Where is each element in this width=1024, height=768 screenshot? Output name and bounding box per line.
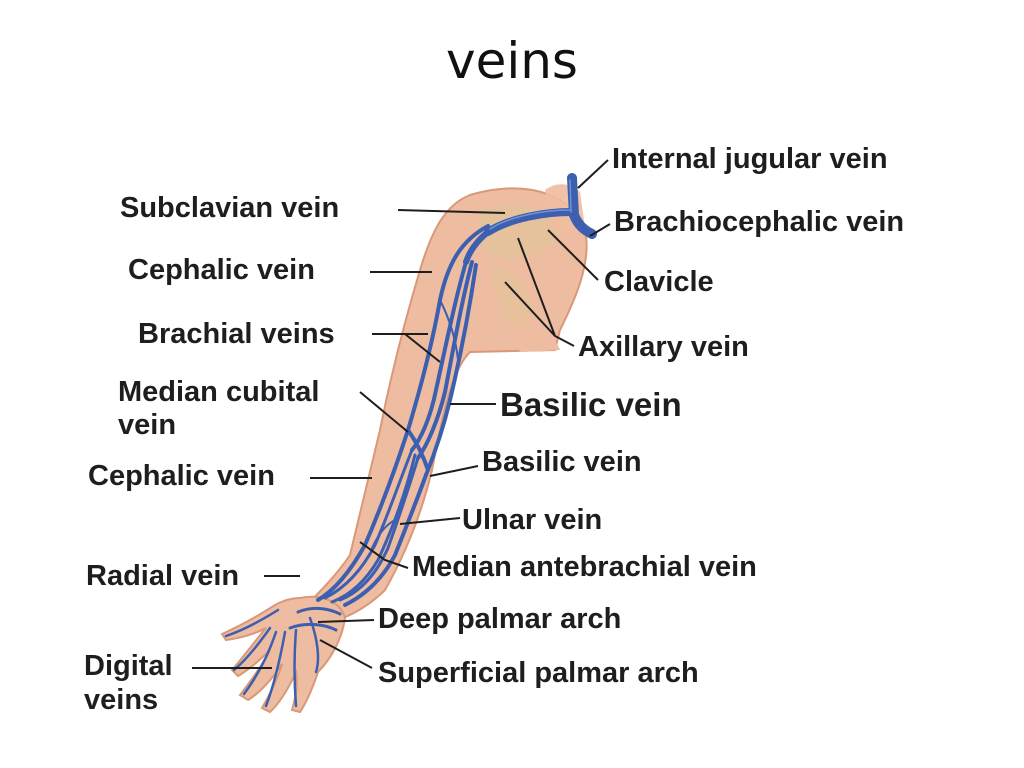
median-cubital-vein-path [406, 428, 430, 472]
label-brachial-veins: Brachial veins [138, 318, 335, 350]
digital-vein-2-path [264, 630, 287, 708]
label-superficial-palmar-arch: Superficial palmar arch [378, 657, 699, 689]
leader-internal-jugular [577, 159, 609, 189]
scapula-bone [490, 262, 535, 326]
label-median-cubital-vein-line2: vein [118, 409, 177, 441]
basilic-vein-upper-path [424, 263, 478, 477]
leader-brachial [372, 333, 441, 363]
thumb-vein-path [224, 608, 280, 638]
superficial-palmar-arch-path [288, 622, 338, 632]
leader-median-antebrachial [359, 541, 409, 569]
label-clavicle: Clavicle [604, 266, 714, 298]
vein-branch-b-path [371, 519, 396, 549]
radial-vein-path [323, 448, 414, 600]
label-subclavian-vein: Subclavian vein [120, 192, 340, 224]
brachiocephalic-vein-path [569, 210, 597, 239]
label-brachiocephalic-vein: Brachiocephalic vein [614, 206, 905, 238]
label-median-antebrachial-vein: Median antebrachial vein [412, 551, 757, 583]
leader-median-cubital [359, 391, 409, 433]
vein-network [224, 173, 597, 708]
vein-highlights [489, 179, 572, 230]
leader-brachiocephalic [589, 223, 611, 237]
brachial-vein-b-path [416, 260, 474, 460]
subclavian-vein-path [484, 208, 576, 236]
basilic-vein-lower-path [343, 473, 428, 607]
leader-subclavian [397, 209, 506, 214]
digital-vein-3-path [242, 630, 278, 696]
label-basilic-vein-upper: Basilic vein [500, 386, 682, 423]
page-title: veins [446, 32, 578, 90]
cephalic-vein-lower-path [316, 428, 410, 602]
leader-deep-palmar [317, 619, 375, 623]
label-digital-veins-line2: veins [84, 684, 159, 716]
hand-skin [220, 595, 347, 714]
subclavian-highlight [489, 209, 571, 230]
label-radial-vein: Radial vein [86, 560, 240, 592]
leader-clavicle [547, 229, 599, 281]
label-internal-jugular-vein: Internal jugular vein [612, 143, 888, 175]
label-cephalic-vein-lower: Cephalic vein [88, 460, 275, 492]
label-basilic-vein-lower: Basilic vein [482, 446, 642, 478]
leader-basilic-lower [429, 465, 479, 477]
leader-axillary [504, 237, 575, 347]
label-ulnar-vein: Ulnar vein [462, 504, 603, 536]
label-axillary-vein: Axillary vein [578, 331, 749, 363]
vein-branch-a-path [439, 299, 459, 361]
brachial-vein-a-path [410, 260, 468, 452]
leader-superficial-palmar [319, 639, 373, 669]
label-median-cubital-vein-line1: Median cubital [118, 376, 320, 408]
jugular-highlight [569, 179, 572, 213]
median-antebrachial-vein-path [330, 453, 417, 604]
leader-ulnar [399, 517, 461, 525]
digital-vein-5-path [308, 616, 320, 674]
ulnar-vein-path [338, 456, 420, 602]
label-digital-veins-line1: Digital [84, 650, 173, 682]
leader-lines [192, 159, 611, 669]
deep-palmar-arch-path [296, 606, 342, 616]
label-deep-palmar-arch: Deep palmar arch [378, 603, 622, 635]
digital-vein-1-path [293, 628, 298, 708]
axillary-vein-path [463, 229, 491, 265]
label-cephalic-vein-upper: Cephalic vein [128, 254, 315, 286]
